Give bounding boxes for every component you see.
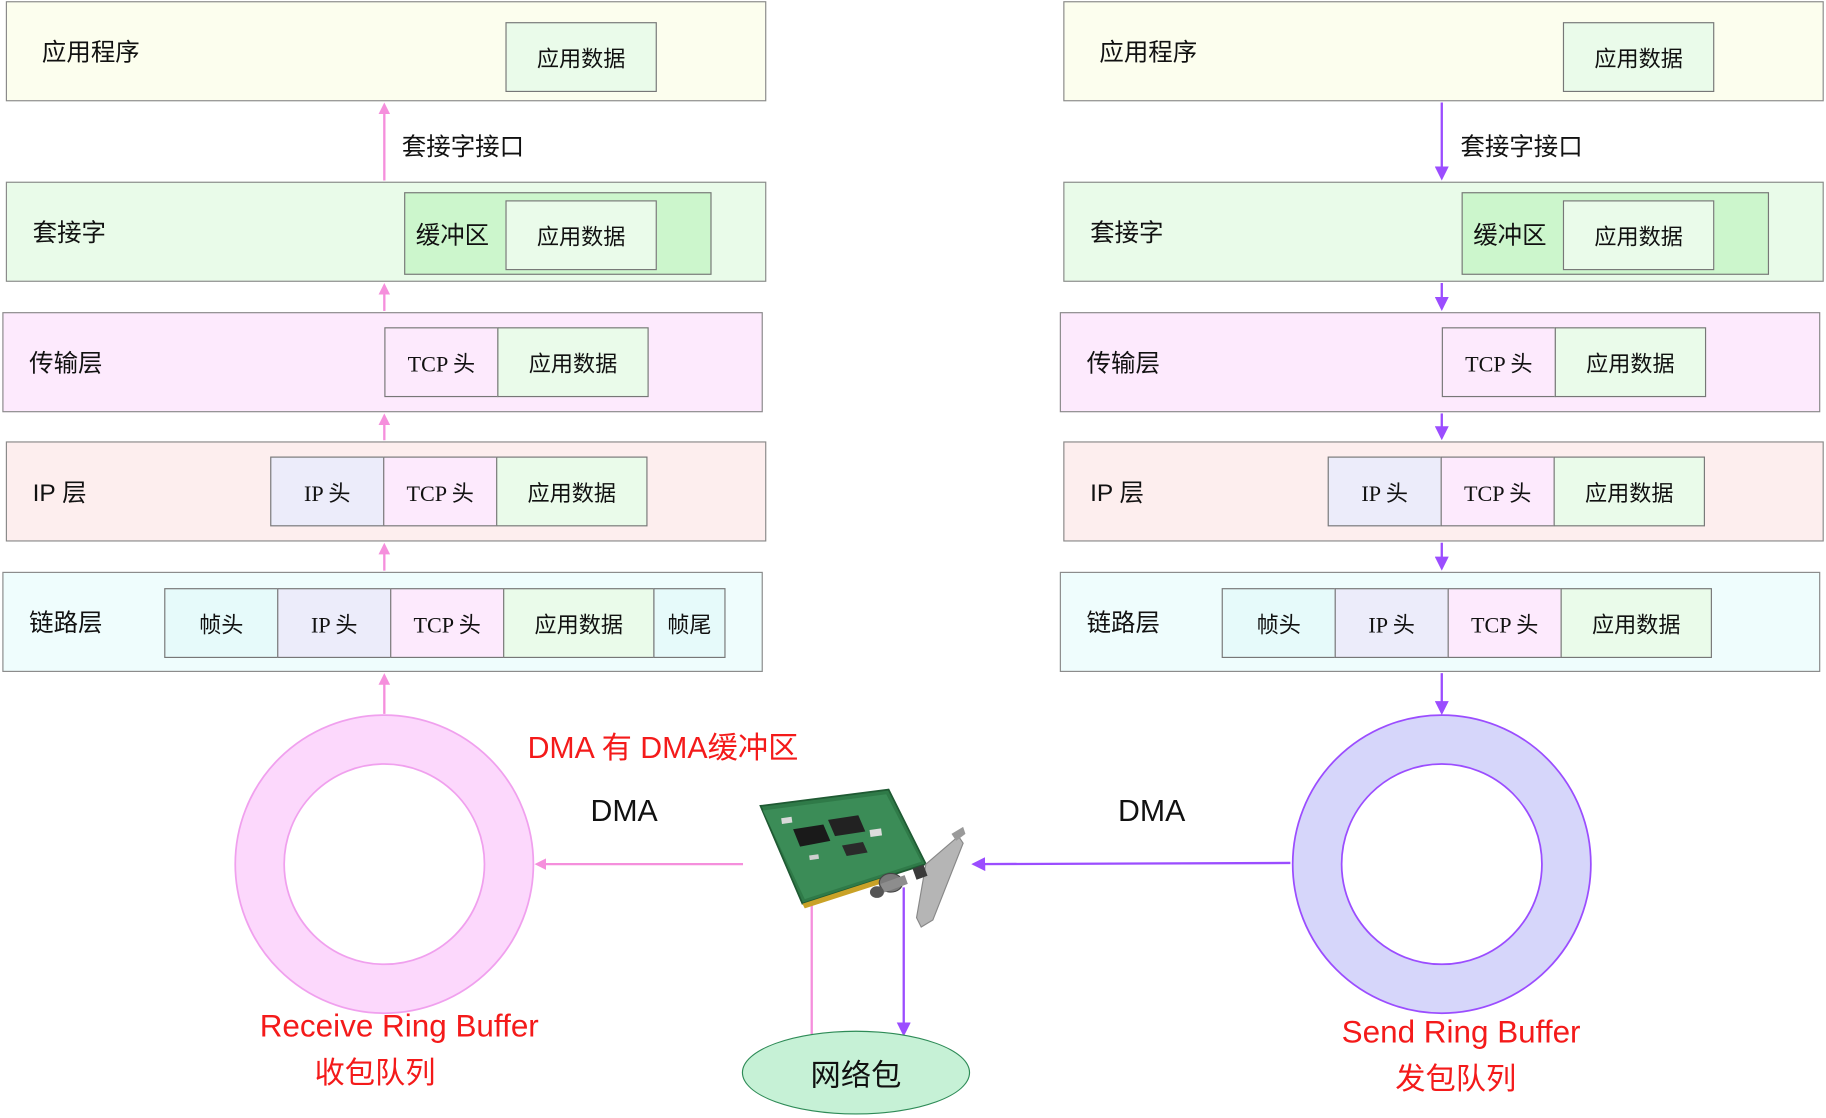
send-ring-buffer [1292, 715, 1591, 1014]
right-socket-layer-name: 套接字 [1090, 220, 1164, 247]
left-socket-buffer-label: 缓冲区 [415, 221, 490, 249]
send-ring-label-cn: 发包队列 [1395, 1060, 1517, 1096]
right-link-layer: 链路层 帧头 IP 头 TCP 头 应用数据 [1059, 571, 1821, 672]
left-socket-buffer: 缓冲区 应用数据 [404, 192, 712, 275]
left-link-layer-name: 链路层 [29, 610, 103, 638]
right-app-data-cell: 应用数据 [1562, 22, 1715, 93]
right-ip-data-cell: 应用数据 [1553, 456, 1705, 527]
left-link-frame-trailer: 帧尾 [653, 588, 726, 658]
right-socket-data-cell: 应用数据 [1562, 200, 1715, 271]
receive-ring-outer-edge [234, 714, 535, 1015]
network-packet: 网络包 [741, 1030, 971, 1115]
right-socket-buffer-label: 缓冲区 [1473, 221, 1547, 249]
right-ip-ip-header: IP 头 [1327, 456, 1442, 527]
network-packet-label: 网络包 [810, 1056, 902, 1092]
receive-ring-buffer [235, 715, 534, 1014]
left-socket-layer: 套接字 缓冲区 应用数据 [5, 181, 767, 282]
send-ring-outer-edge [1291, 714, 1592, 1015]
left-transport-layer: 传输层 TCP 头 应用数据 [2, 312, 763, 413]
left-transport-layer-name: 传输层 [29, 350, 103, 378]
left-link-frame-header: 帧头 [164, 588, 279, 658]
right-socket-interface-label: 套接字接口 [1460, 133, 1583, 161]
left-socket-data-cell: 应用数据 [505, 200, 657, 271]
right-transport-tcp-header: TCP 头 [1441, 327, 1556, 398]
left-ip-layer: IP 层 IP 头 TCP 头 应用数据 [5, 441, 767, 542]
right-dma-label: DMA [1118, 793, 1186, 829]
left-ip-tcp-header: TCP 头 [383, 456, 498, 527]
left-socket-layer-name: 套接字 [32, 220, 106, 247]
left-ip-layer-name: IP 层 [32, 479, 87, 507]
network-interface-card-image [759, 788, 966, 928]
left-link-ip-header: IP 头 [277, 588, 392, 658]
left-app-data-cell: 应用数据 [505, 22, 657, 93]
left-link-layer: 链路层 帧头 IP 头 TCP 头 应用数据 帧尾 [2, 571, 763, 672]
send-ring-inner-edge [1340, 763, 1543, 966]
right-link-tcp-header: TCP 头 [1447, 588, 1562, 658]
right-app-layer: 应用程序 应用数据 [1063, 1, 1824, 102]
right-transport-layer: 传输层 TCP 头 应用数据 [1059, 312, 1821, 413]
receive-ring-label-cn: 收包队列 [314, 1055, 436, 1091]
right-transport-data-cell: 应用数据 [1554, 327, 1707, 398]
right-link-layer-name: 链路层 [1086, 610, 1160, 638]
right-app-layer-name: 应用程序 [1099, 39, 1198, 67]
right-transport-layer-name: 传输层 [1086, 350, 1160, 378]
right-link-frame-header: 帧头 [1221, 588, 1336, 658]
send-arrow-ring-to-nic [971, 857, 1291, 872]
left-app-layer: 应用程序 应用数据 [5, 1, 767, 102]
left-socket-interface-label: 套接字接口 [401, 133, 525, 161]
receive-ring-inner-edge [283, 763, 486, 966]
left-ip-data-cell: 应用数据 [496, 456, 648, 527]
left-ip-ip-header: IP 头 [270, 456, 385, 527]
right-link-data-cell: 应用数据 [1560, 588, 1712, 658]
send-ring-label-en: Send Ring Buffer [1341, 1014, 1581, 1050]
right-ip-layer-name: IP 层 [1090, 479, 1144, 507]
left-transport-data-cell: 应用数据 [497, 327, 649, 398]
left-dma-note: DMA 有 DMA缓冲区 [527, 730, 799, 766]
left-dma-label: DMA [590, 793, 658, 829]
right-socket-layer: 套接字 缓冲区 应用数据 [1063, 181, 1824, 282]
right-ip-layer: IP 层 IP 头 TCP 头 应用数据 [1063, 441, 1824, 542]
left-app-layer-name: 应用程序 [41, 39, 140, 67]
right-socket-buffer: 缓冲区 应用数据 [1461, 192, 1770, 275]
right-link-ip-header: IP 头 [1334, 588, 1449, 658]
left-link-tcp-header: TCP 头 [390, 588, 505, 658]
left-link-data-cell: 应用数据 [503, 588, 655, 658]
receive-ring-label-en: Receive Ring Buffer [259, 1008, 539, 1044]
